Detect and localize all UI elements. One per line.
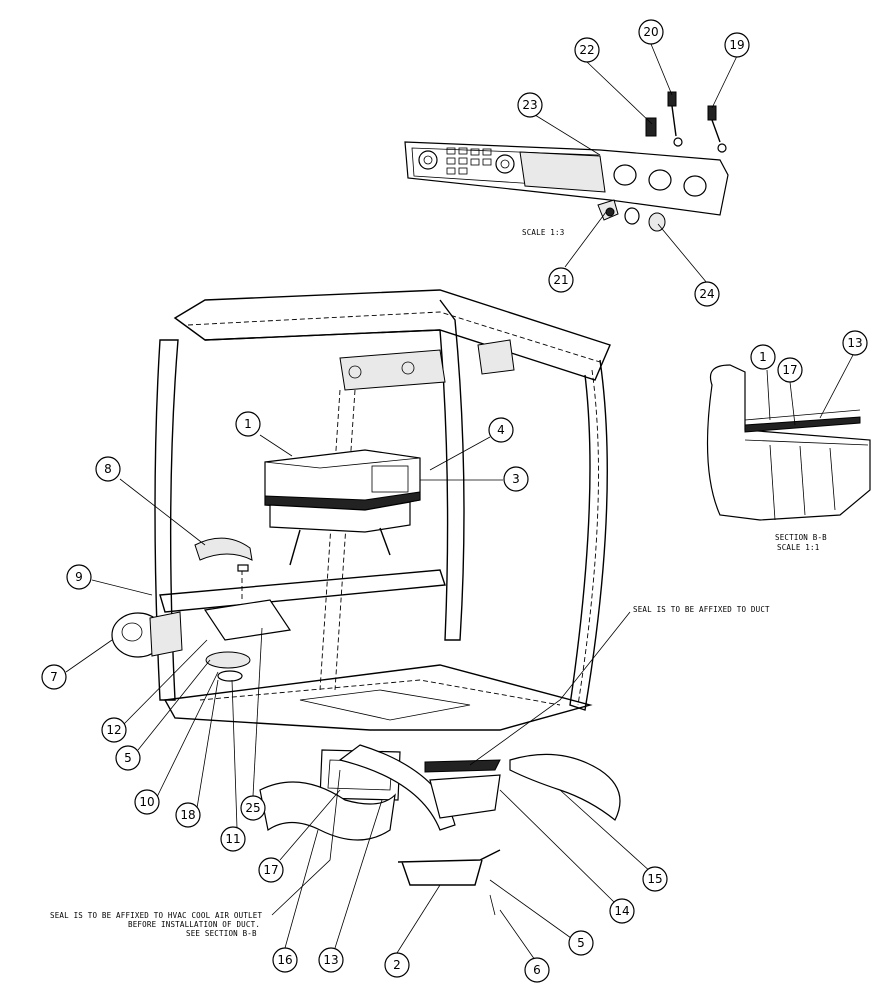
seal-duct-note: SEAL IS TO BE AFFIXED TO DUCT [633, 605, 770, 614]
callout-21: 21 [548, 267, 574, 293]
svg-text:13: 13 [323, 953, 338, 967]
seal-outlet-note-2: BEFORE INSTALLATION OF DUCT. [128, 920, 260, 929]
cab-frame [154, 289, 611, 731]
callout-9: 9 [66, 564, 92, 590]
svg-text:20: 20 [643, 25, 658, 39]
svg-text:5: 5 [124, 751, 132, 765]
hvac-unit [264, 449, 421, 566]
callout-2: 2 [384, 952, 410, 978]
control-panel-assembly [404, 91, 729, 232]
svg-text:7: 7 [50, 670, 58, 684]
svg-text:3: 3 [512, 472, 520, 486]
svg-text:15: 15 [647, 872, 662, 886]
section-title: SECTION B-B [775, 533, 827, 542]
callout-25: 25 [240, 795, 266, 821]
callout-11: 11 [220, 826, 246, 852]
svg-text:22: 22 [579, 43, 594, 57]
svg-text:4: 4 [497, 423, 505, 437]
svg-text:1: 1 [244, 417, 252, 431]
svg-text:8: 8 [104, 462, 112, 476]
callout-18: 18 [175, 802, 201, 828]
svg-text:14: 14 [614, 904, 629, 918]
callout-4: 4 [488, 417, 514, 443]
svg-text:5: 5 [577, 936, 585, 950]
leader-lines [65, 43, 854, 961]
callout-6: 6 [524, 957, 550, 983]
callout-10: 10 [134, 789, 160, 815]
svg-text:16: 16 [277, 953, 292, 967]
svg-text:23: 23 [522, 98, 537, 112]
callout-5: 5 [115, 745, 141, 771]
svg-text:21: 21 [553, 273, 568, 287]
callout-7: 7 [41, 664, 67, 690]
blower-7 [111, 611, 183, 658]
section-scale: SCALE 1:1 [777, 543, 819, 552]
callout-15: 15 [642, 866, 668, 892]
scale-note-top: SCALE 1:3 [522, 228, 564, 237]
callout-8: 8 [95, 456, 121, 482]
filter-assembly [203, 564, 292, 682]
callout-17: 17 [258, 857, 284, 883]
callout-14: 14 [609, 898, 635, 924]
callout-section-17: 17 [777, 357, 803, 383]
svg-text:19: 19 [729, 38, 744, 52]
svg-text:9: 9 [75, 570, 83, 584]
svg-text:6: 6 [533, 963, 541, 977]
svg-text:24: 24 [699, 287, 714, 301]
callout-13: 13 [318, 947, 344, 973]
svg-text:18: 18 [180, 808, 195, 822]
svg-text:17: 17 [263, 863, 278, 877]
callout-16: 16 [272, 947, 298, 973]
svg-text:12: 12 [106, 723, 121, 737]
callout-1: 1 [235, 411, 261, 437]
seal-outlet-note-3: SEE SECTION B-B [186, 929, 257, 938]
duct-8 [194, 537, 253, 561]
callout-section-1: 1 [750, 344, 776, 370]
callout-12: 12 [101, 717, 127, 743]
callout-5-lower: 5 [568, 930, 594, 956]
seal-outlet-note-1: SEAL IS TO BE AFFIXED TO HVAC COOL AIR O… [50, 911, 262, 920]
callout-19: 19 [724, 32, 750, 58]
section-b-b-detail [706, 364, 871, 521]
callout-section-13: 13 [842, 330, 868, 356]
svg-text:25: 25 [245, 801, 260, 815]
callout-22: 22 [574, 37, 600, 63]
svg-text:1: 1 [759, 350, 767, 364]
callout-20: 20 [638, 19, 664, 45]
callout-23: 23 [517, 92, 543, 118]
svg-text:2: 2 [393, 958, 401, 972]
svg-text:10: 10 [139, 795, 154, 809]
callout-24: 24 [694, 281, 720, 307]
svg-text:11: 11 [225, 832, 240, 846]
svg-text:13: 13 [847, 336, 862, 350]
svg-text:17: 17 [782, 363, 797, 377]
lower-ducts [259, 744, 621, 916]
callout-3: 3 [503, 466, 529, 492]
